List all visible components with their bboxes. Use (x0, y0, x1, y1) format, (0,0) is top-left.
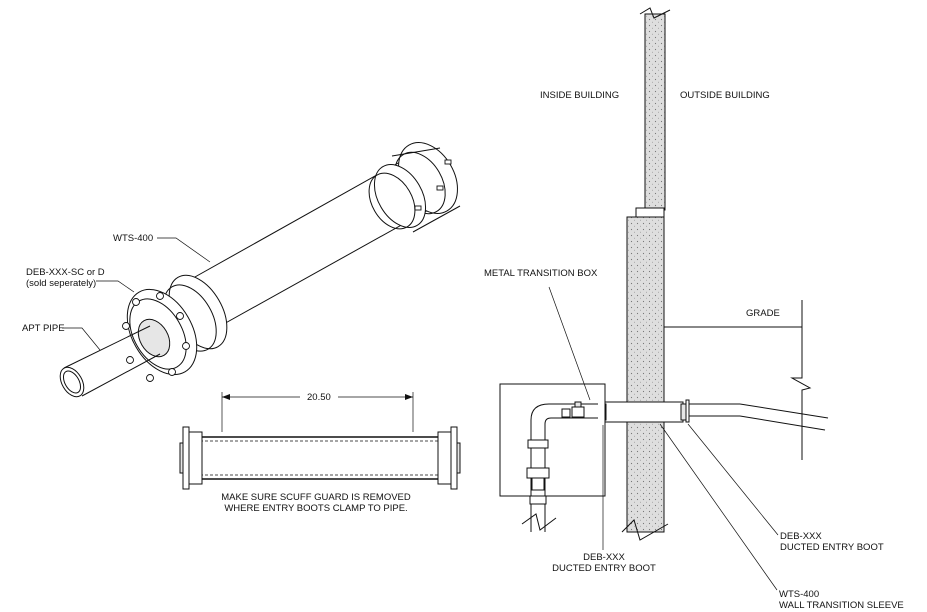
bolt-icon (176, 312, 184, 320)
deb-inside-label-line2: DUCTED ENTRY BOOT (552, 563, 656, 574)
outside-building-label: OUTSIDE BUILDING (680, 90, 770, 101)
near-entry-boot (122, 274, 228, 382)
deb-sc-label-line1: DEB-XXX-SC or D (26, 267, 105, 278)
bolt-icon (156, 292, 164, 300)
deb-outside-label-line1: DEB-XXX (780, 531, 822, 542)
wts-sleeve-label-line1: WTS-400 (779, 589, 819, 600)
bolt-icon (146, 374, 154, 382)
apt-pipe (59, 325, 161, 398)
bolt-icon (132, 298, 140, 306)
wall-section (499, 7, 829, 591)
apt-pipe-label: APT PIPE (22, 323, 65, 334)
note-line1: MAKE SURE SCUFF GUARD IS REMOVED (221, 492, 411, 503)
deb-sc-label-line2: (sold seperately) (26, 278, 96, 289)
side-elevation (179, 392, 461, 490)
bolt-icon (168, 368, 176, 376)
wts-400-label: WTS-400 (113, 233, 153, 244)
metal-transition-box-label: METAL TRANSITION BOX (484, 268, 598, 279)
inside-building-label: INSIDE BUILDING (540, 90, 619, 101)
bolt-icon (122, 322, 130, 330)
grade-label: GRADE (746, 308, 780, 319)
far-entry-boot (368, 142, 461, 233)
note-line2: WHERE ENTRY BOOTS CLAMP TO PIPE. (224, 503, 407, 514)
dimension-label: 20.50 (307, 392, 331, 403)
isometric-assembly (59, 142, 461, 398)
deb-outside-label-line2: DUCTED ENTRY BOOT (780, 542, 884, 553)
deb-inside-label-line1: DEB-XXX (583, 552, 625, 563)
wts-sleeve-label-line2: WALL TRANSITION SLEEVE (779, 600, 904, 611)
bolt-icon (126, 356, 134, 364)
bolt-icon (182, 342, 190, 350)
